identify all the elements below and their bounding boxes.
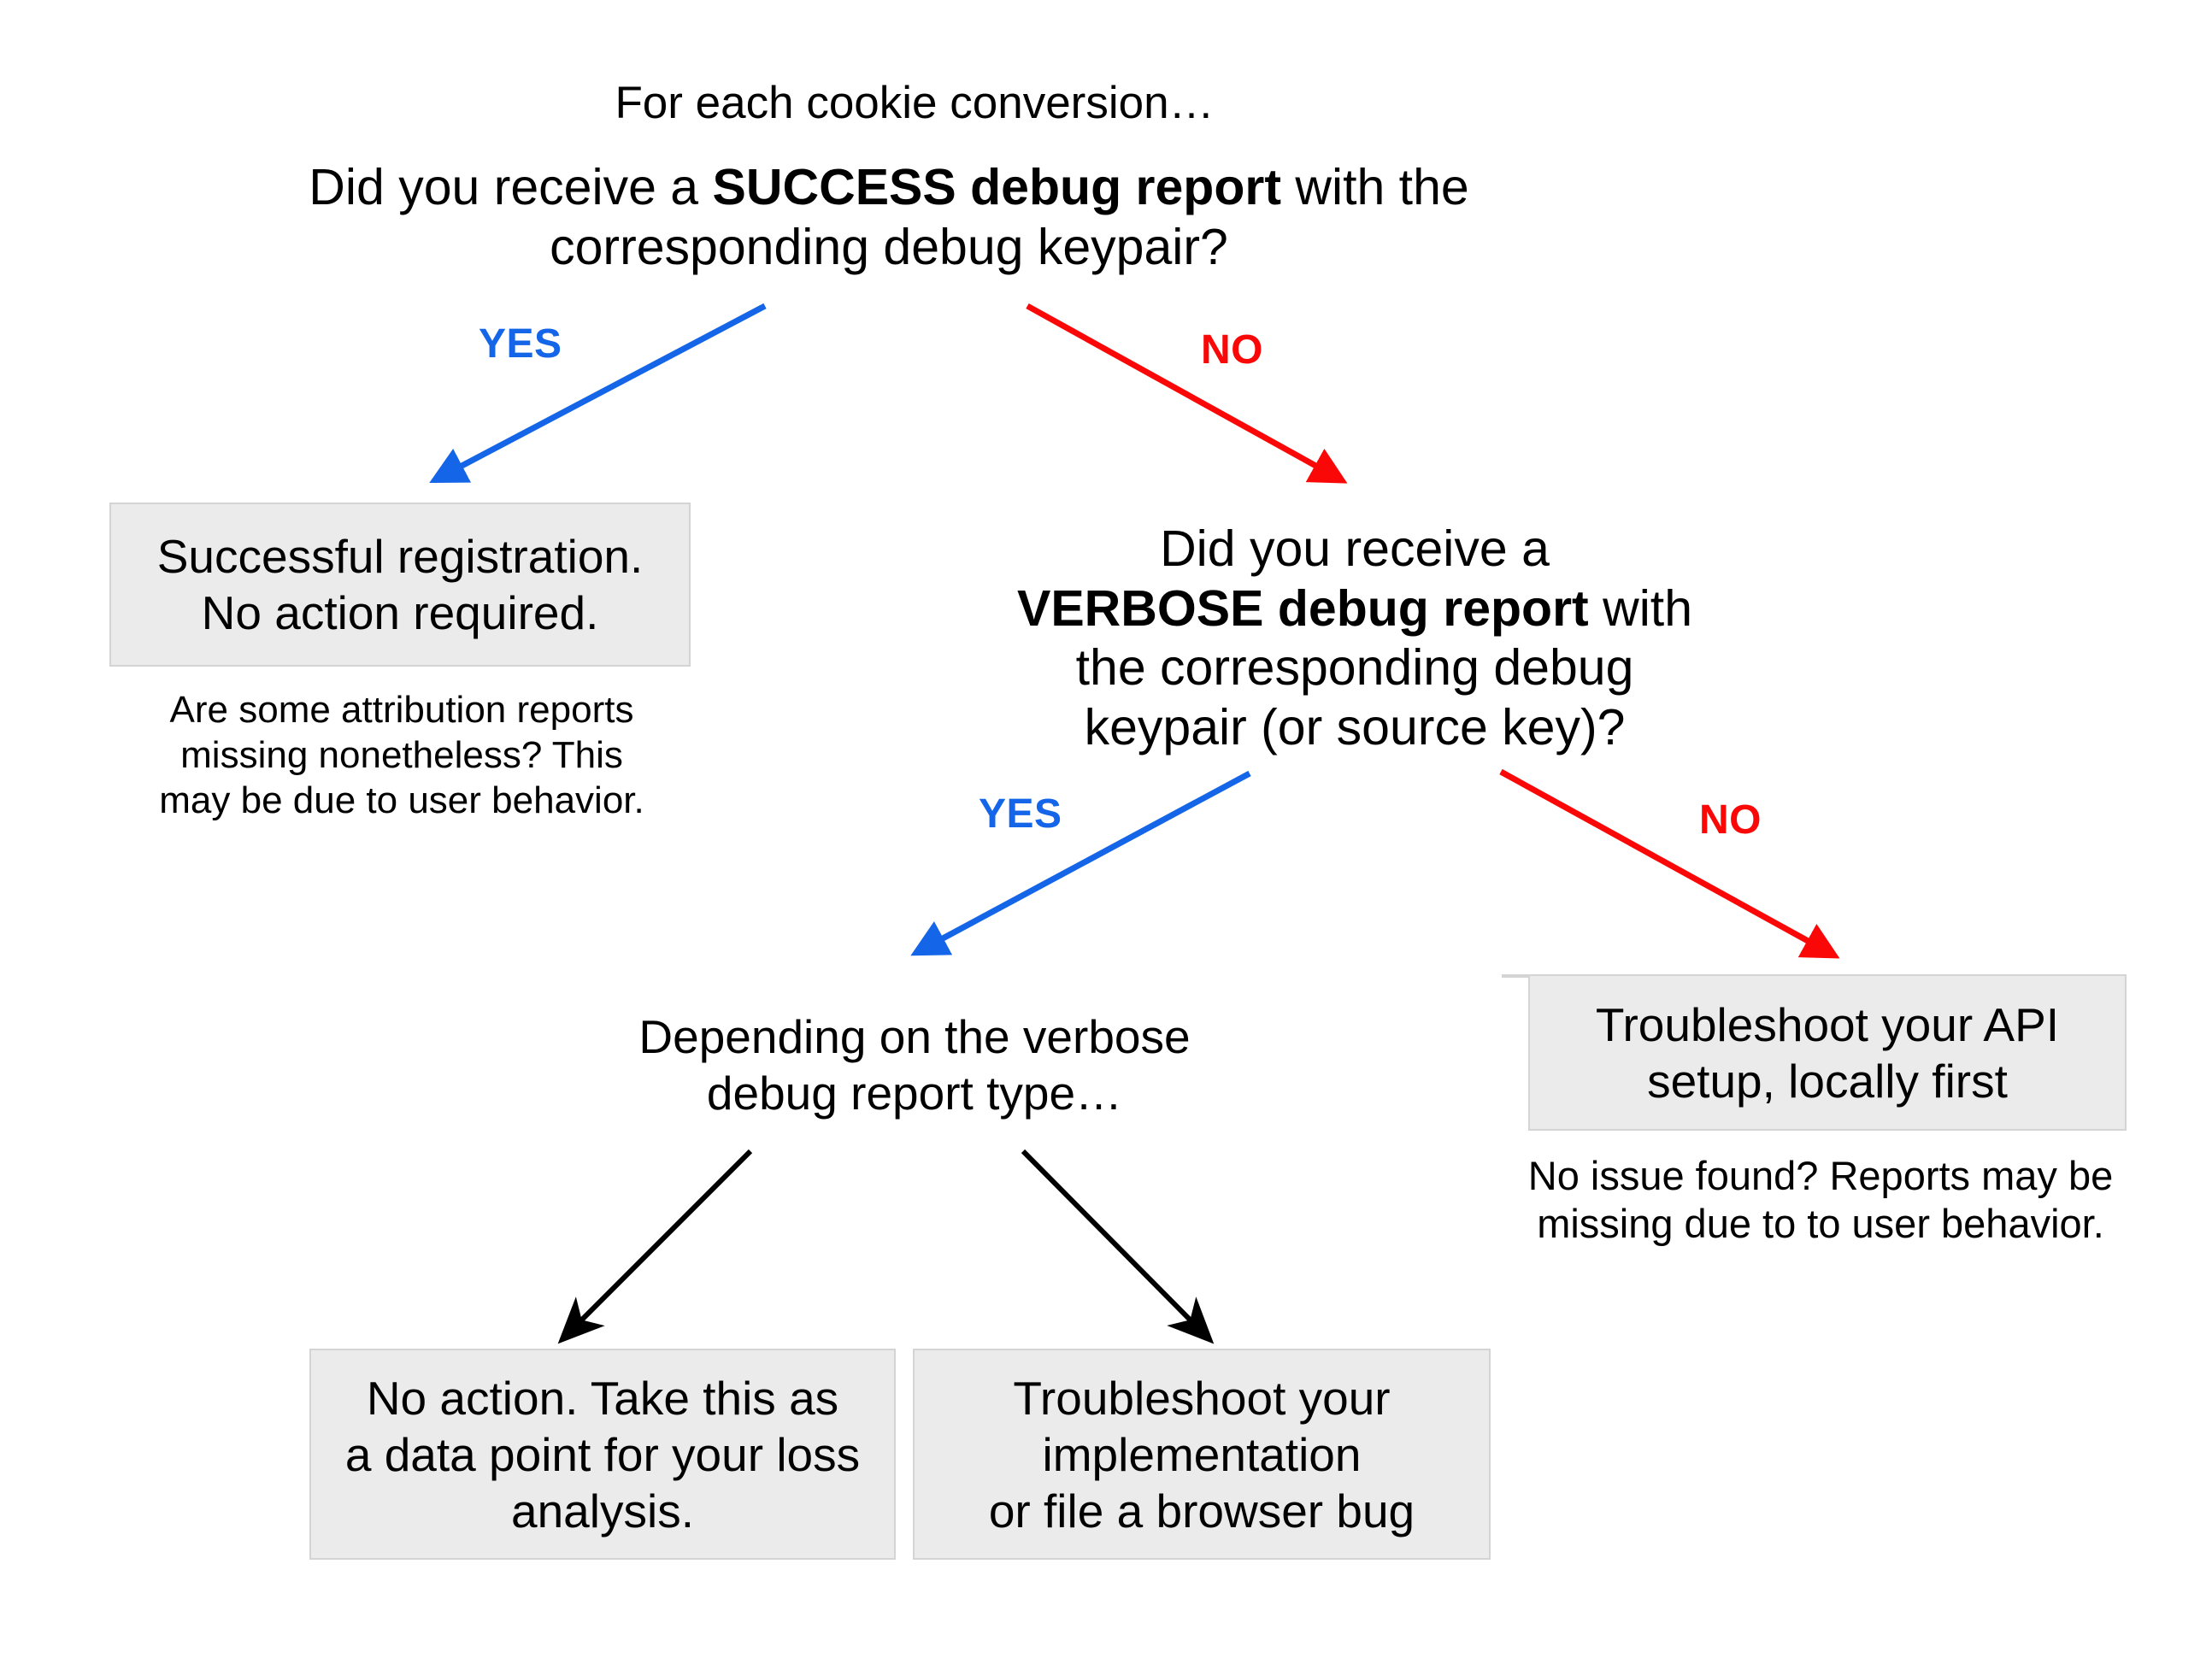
note-api: No issue found? Reports may be missing d… xyxy=(1527,1153,2114,1247)
root-question-prefix: Did you receive a xyxy=(309,159,713,215)
edge-type-right xyxy=(1021,1149,1215,1344)
box-troubleshoot-implementation[interactable]: Troubleshoot your implementation or file… xyxy=(913,1349,1491,1560)
box-no-action-loss-analysis[interactable]: No action. Take this as a data point for… xyxy=(309,1349,896,1560)
verbose-question-bold: VERBOSE debug report xyxy=(1016,579,1589,637)
edge-label-root-yes: YES xyxy=(479,321,562,367)
verbose-question-suffix: with the corresponding debug keypair (or… xyxy=(1075,579,1693,756)
root-question-bold: SUCCESS debug report xyxy=(712,159,1281,215)
edge-verbose-no xyxy=(1499,768,1840,959)
box-troubleshoot-api-setup[interactable]: Troubleshoot your API setup, locally fir… xyxy=(1528,974,2127,1131)
box-successful-registration-label: Successful registration. No action requi… xyxy=(156,530,644,639)
box-troubleshoot-implementation-label: Troubleshoot your implementation or file… xyxy=(988,1371,1415,1537)
edge-label-root-no: NO xyxy=(1201,327,1263,373)
intro-line: For each cookie conversion… xyxy=(615,78,1215,128)
note-success: Are some attribution reports missing non… xyxy=(159,689,644,821)
edge-root-no xyxy=(1026,303,1348,484)
verbose-type-text: Depending on the verbose debug report ty… xyxy=(638,1010,1191,1120)
verbose-question: Did you receive a VERBOSE debug report w… xyxy=(1013,520,1697,757)
box-successful-registration[interactable]: Successful registration. No action requi… xyxy=(109,503,691,667)
edge-label-verbose-no: NO xyxy=(1699,797,1762,843)
edge-type-left xyxy=(557,1149,753,1344)
box-no-action-loss-analysis-label: No action. Take this as a data point for… xyxy=(344,1371,861,1537)
verbose-question-prefix: Did you receive a xyxy=(1160,520,1550,577)
edge-label-verbose-yes: YES xyxy=(979,791,1062,837)
root-question-suffix: with the corresponding debug keypair? xyxy=(550,159,1469,275)
root-question: Did you receive a SUCCESS debug report w… xyxy=(291,158,1487,277)
box-troubleshoot-api-setup-label: Troubleshoot your API setup, locally fir… xyxy=(1595,997,2060,1108)
